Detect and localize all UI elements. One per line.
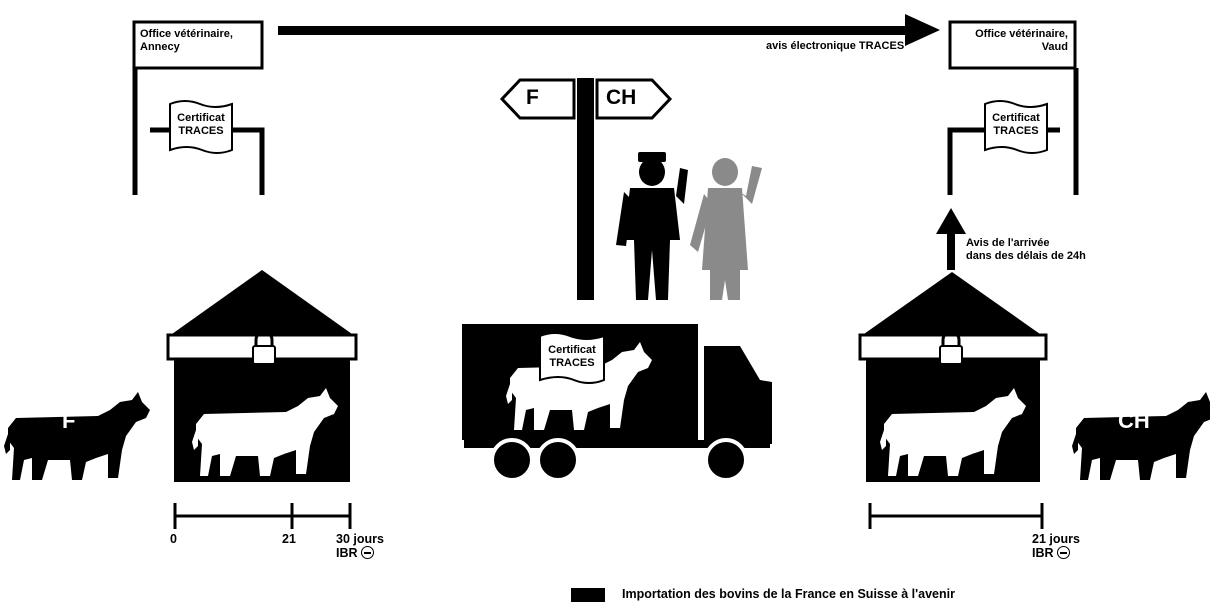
office-vaud-line2: Vaud <box>956 41 1068 54</box>
certificate-truck-label: Certificat TRACES <box>542 344 602 369</box>
certificate-right-line1: Certificat <box>987 112 1045 125</box>
cow-switzerland-label: CH <box>1118 408 1150 433</box>
certificate-right-label: Certificat TRACES <box>987 112 1045 137</box>
certificate-truck-line1: Certificat <box>542 344 602 357</box>
arrival-notice-label: Avis de l'arrivée dans des délais de 24h <box>966 237 1086 262</box>
legend-swatch <box>571 588 605 602</box>
timeline-left-start: 0 <box>170 532 177 546</box>
arrival-arrow <box>936 208 966 270</box>
arrival-notice-line2: dans des délais de 24h <box>966 250 1086 263</box>
timeline-left-status-row: IBR <box>336 546 384 560</box>
office-annecy-line1: Office vétérinaire, <box>140 28 233 41</box>
timeline-right-status: IBR <box>1032 546 1054 560</box>
office-vaud-label: Office vétérinaire, Vaud <box>956 28 1068 53</box>
timeline-left <box>175 503 350 529</box>
timeline-right-end: 21 jours IBR <box>1032 532 1080 561</box>
legend-label: Importation des bovins de la France en S… <box>622 587 955 601</box>
cow-switzerland-icon <box>1072 392 1210 480</box>
negative-icon <box>361 546 374 559</box>
timeline-left-mid: 21 <box>282 532 296 546</box>
signpost-left-label: F <box>526 86 539 110</box>
timeline-right <box>870 503 1042 529</box>
certificate-truck-line2: TRACES <box>542 357 602 370</box>
veterinarian-icon <box>690 158 762 300</box>
negative-icon <box>1057 546 1070 559</box>
certificate-left-line2: TRACES <box>172 125 230 138</box>
office-annecy-label: Office vétérinaire, Annecy <box>140 28 233 53</box>
timeline-left-status: IBR <box>336 546 358 560</box>
transport-truck <box>462 324 772 480</box>
cow-france-icon <box>4 392 150 480</box>
barn-right <box>860 272 1046 482</box>
cow-france-label: F <box>62 408 75 433</box>
office-annecy-line2: Annecy <box>140 41 233 54</box>
timeline-left-end: 30 jours IBR <box>336 532 384 561</box>
timeline-left-end-days: 30 jours <box>336 532 384 546</box>
office-vaud-line1: Office vétérinaire, <box>956 28 1068 41</box>
certificate-left-label: Certificat TRACES <box>172 112 230 137</box>
signpost-right-label: CH <box>606 86 636 110</box>
customs-officer-icon <box>616 152 688 300</box>
barn-left <box>168 270 356 482</box>
certificate-left-line1: Certificat <box>172 112 230 125</box>
timeline-right-status-row: IBR <box>1032 546 1080 560</box>
electronic-notice-label: avis électronique TRACES <box>766 40 904 53</box>
timeline-right-end-days: 21 jours <box>1032 532 1080 546</box>
certificate-right-line2: TRACES <box>987 125 1045 138</box>
arrival-notice-line1: Avis de l'arrivée <box>966 237 1086 250</box>
